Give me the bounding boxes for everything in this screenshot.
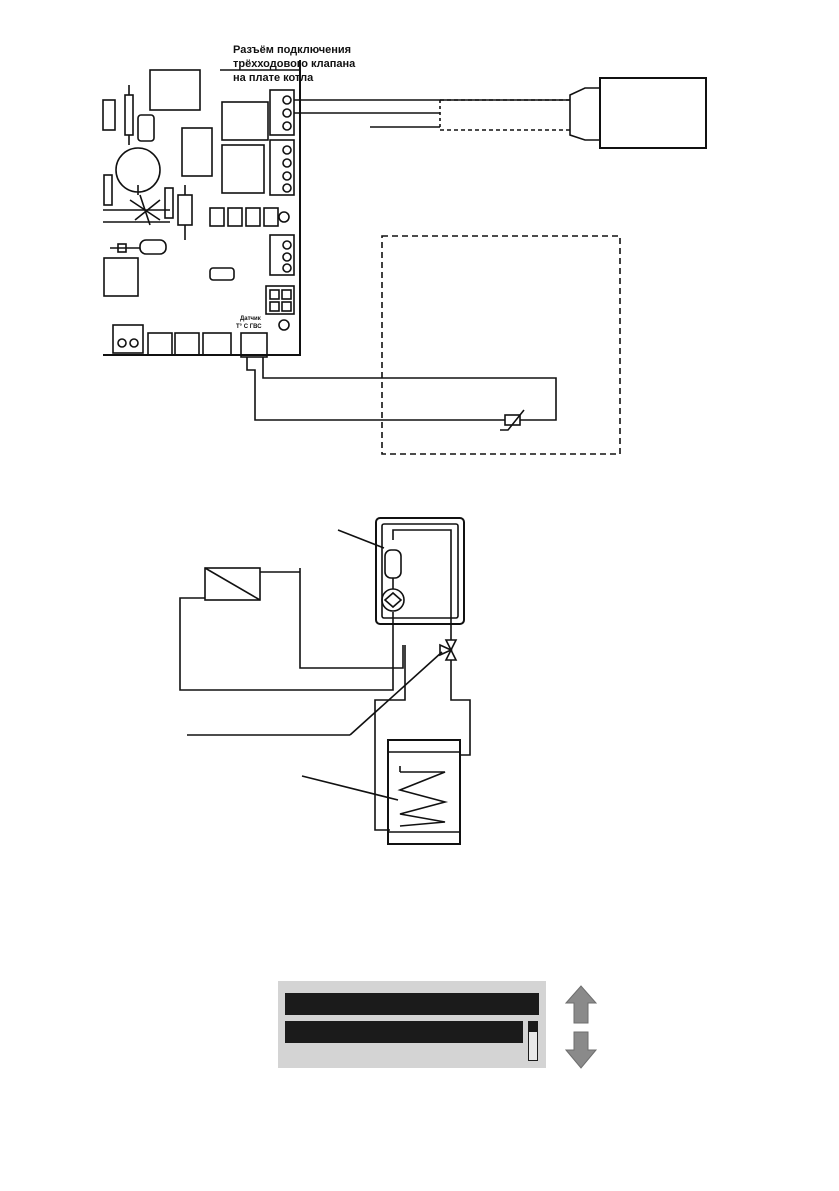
sensor-label-line-2: Т° С ГВС xyxy=(236,324,262,330)
lcd-menu-row-1[interactable] xyxy=(285,993,539,1015)
navigation-arrows xyxy=(564,985,598,1069)
lcd-screen xyxy=(278,981,546,1068)
arrow-down-icon[interactable] xyxy=(564,1031,598,1069)
connector-label-line-3: на плате котла xyxy=(233,72,314,84)
lcd-menu-row-2[interactable] xyxy=(285,1021,523,1043)
hydraulic-scheme xyxy=(179,517,471,845)
wiring-diagram: Разъём подключения трёхходового клапана … xyxy=(102,44,707,455)
connector-label-line-2: трёхходового клапана xyxy=(233,58,356,70)
arrow-up-icon[interactable] xyxy=(564,985,598,1024)
sensor-label-line-1: Датчик xyxy=(240,316,261,322)
lcd-scrollbar[interactable] xyxy=(528,1021,538,1061)
connector-label-line-1: Разъём подключения xyxy=(233,44,351,56)
lcd-scrollbar-thumb[interactable] xyxy=(529,1022,537,1032)
